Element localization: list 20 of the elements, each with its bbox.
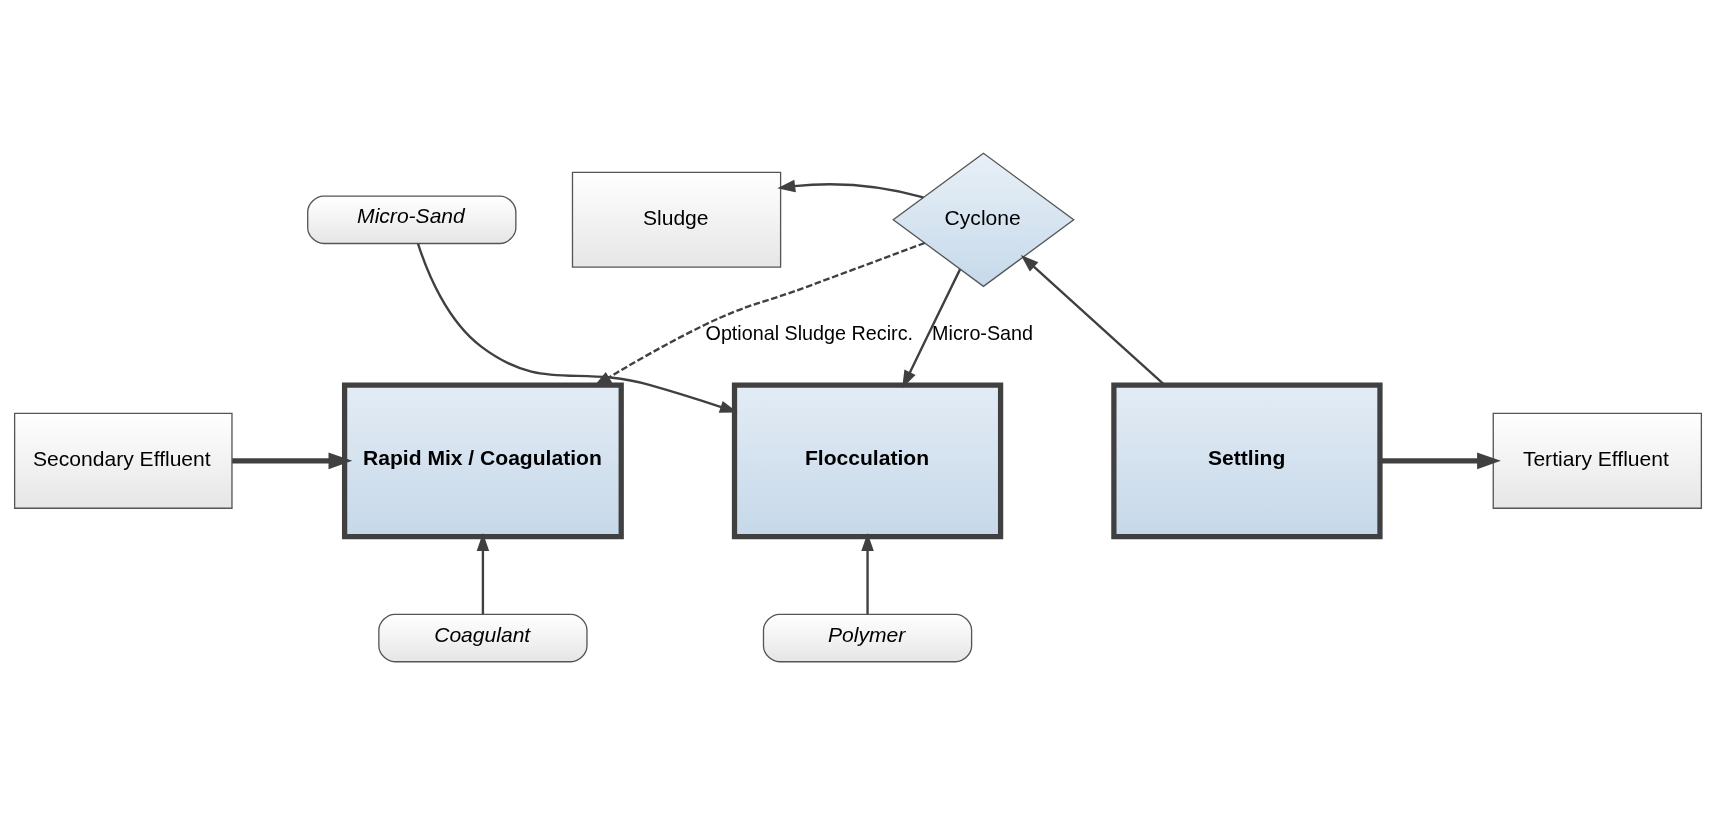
node-box: Secondary Effluent <box>13 412 233 509</box>
arrow <box>1380 452 1501 470</box>
arrow <box>902 268 962 389</box>
arrow <box>476 533 490 615</box>
node-box: Polymer <box>762 613 973 663</box>
arrow <box>232 452 353 470</box>
arrow <box>861 533 874 615</box>
node-box: Coagulant <box>378 613 588 663</box>
arrow <box>416 243 738 413</box>
node-box: Flocculation <box>731 382 1004 540</box>
edge-label: Optional Sludge Recirc. <box>705 322 914 345</box>
node-box: Rapid Mix / Coagulation <box>341 382 624 540</box>
node-box: Tertiary Effluent <box>1492 412 1703 509</box>
arrow <box>1020 254 1166 386</box>
node-diamond: Cyclone <box>892 152 1075 288</box>
arrow <box>777 179 924 199</box>
node-box: Settling <box>1111 382 1383 540</box>
edge-label: Micro-Sand <box>932 322 1034 345</box>
node-box: Sludge <box>571 171 782 268</box>
node-box: Micro-Sand <box>307 195 517 245</box>
